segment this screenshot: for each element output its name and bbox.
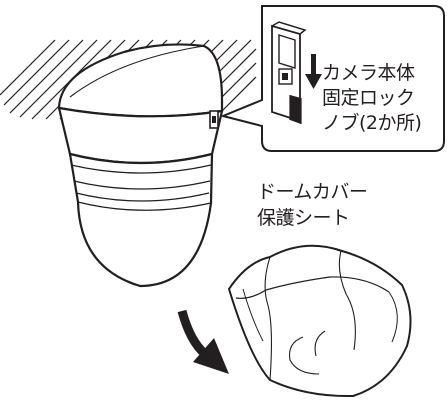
camera-body [57,106,224,165]
knob-label-line: 固定ロック [322,87,415,109]
cover-label-line: ドームカバー [257,181,368,203]
knob-label-line: カメラ本体 [322,62,415,84]
down-arrow-icon [305,54,322,89]
dome-cover-protective-sheet [227,244,412,398]
knob-label: カメラ本体 固定ロック ノブ(2か所) [322,61,422,136]
cover-label: ドームカバー 保護シート [257,179,368,231]
cover-label-line: 保護シート [257,207,350,229]
knob-label-line: ノブ(2か所) [322,112,422,134]
dome-cover [68,152,214,288]
camera-mount-base [57,43,224,118]
lock-knob-detail [271,21,307,124]
curved-arrow-icon [177,309,229,374]
